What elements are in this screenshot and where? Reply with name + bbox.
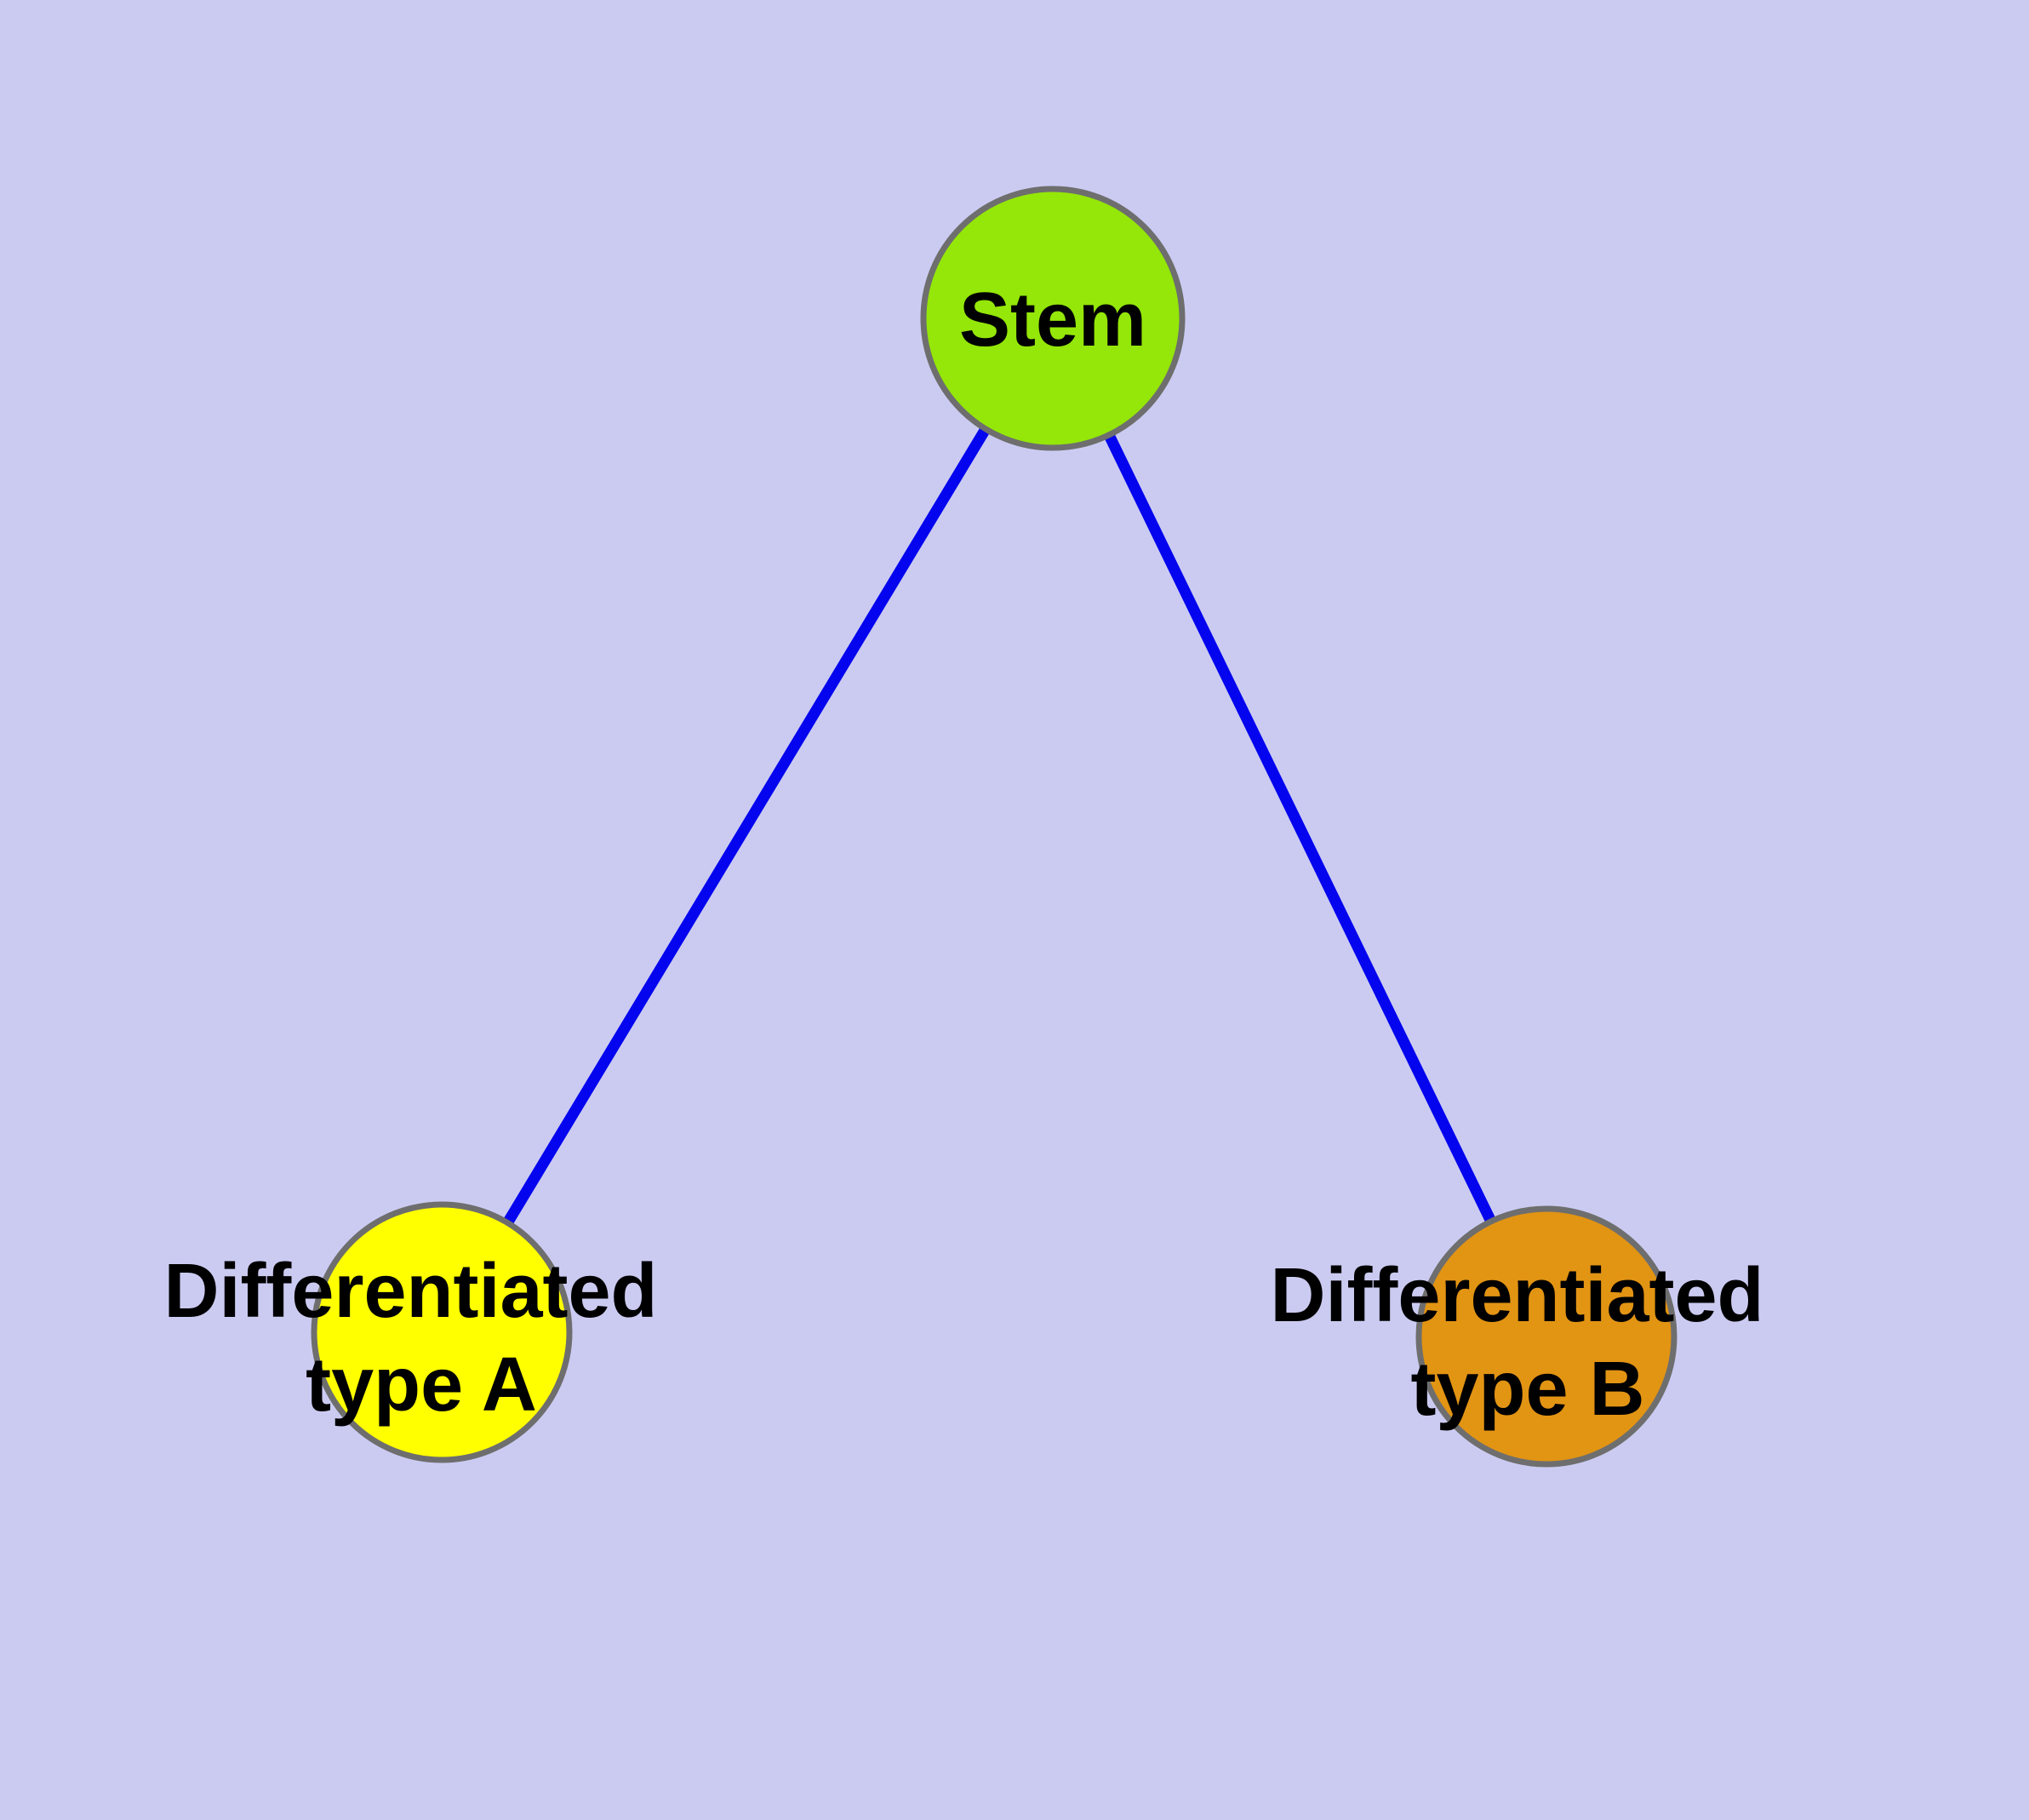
stem-node-label: Stem [959,278,1146,363]
type-a-node-label: Differentiated type A [163,1249,678,1428]
type-b-label-line-2: type B [1410,1347,1644,1432]
edge-stem-to-type-a [502,426,991,1227]
stem-node [920,186,1186,451]
type-a-node [311,1201,573,1463]
type-b-node [1415,1205,1677,1468]
type-b-label-line-1: Differentiated [1270,1253,1763,1338]
type-a-label-line-2: type A [306,1342,537,1428]
type-a-label-line-1: Differentiated [163,1249,657,1334]
edge-stem-to-type-b [1104,432,1496,1224]
type-b-node-label: Differentiated type B [1270,1253,1785,1432]
